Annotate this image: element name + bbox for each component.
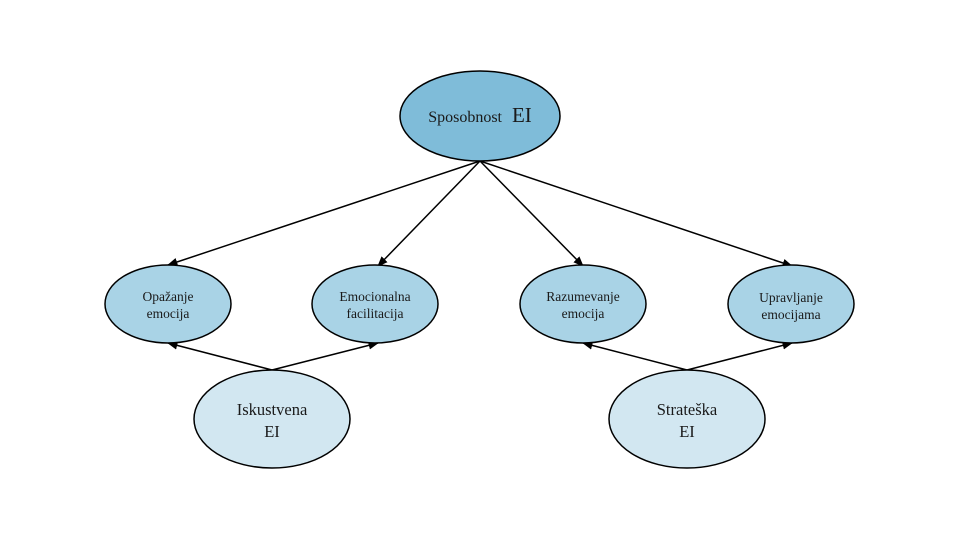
node-emocionalna-facilitacija: Emocionalna facilitacija xyxy=(311,264,439,344)
node-opazanje-emocija: Opažanje emocija xyxy=(104,264,232,344)
svg-text:Sposobnost EI: Sposobnost EI xyxy=(428,103,532,127)
node-label-line2: facilitacija xyxy=(347,306,404,321)
connector-strategic-managing xyxy=(686,341,794,371)
node-razumevanje-emocija: Razumevanje emocija xyxy=(519,264,647,344)
connector-experiential-facilitation xyxy=(271,341,380,371)
node-sposobnost-ei: Sposobnost EI xyxy=(399,70,561,162)
node-strateska-ei: Strateška EI xyxy=(608,369,766,469)
connector-strategic-understanding xyxy=(581,341,688,371)
node-label-line1: Strateška xyxy=(657,400,718,419)
root-connectors xyxy=(167,160,793,267)
node-label-line1: Emocionalna xyxy=(339,289,410,304)
node-label-line2: emocijama xyxy=(761,307,820,322)
node-ellipse xyxy=(608,369,766,469)
node-ellipse xyxy=(311,264,439,344)
bottom-connectors xyxy=(166,341,794,371)
connector-root-facilitation xyxy=(377,160,481,267)
node-label-line1: Opažanje xyxy=(143,289,194,304)
connector-root-perceiving xyxy=(167,160,481,266)
node-ellipse xyxy=(104,264,232,344)
node-label-line1: Sposobnost xyxy=(428,109,502,126)
node-label-line1: Iskustvena xyxy=(237,400,308,419)
node-ellipse xyxy=(399,70,561,162)
node-ellipse xyxy=(193,369,351,469)
node-label-line2: EI xyxy=(679,422,695,441)
node-label-line2: EI xyxy=(264,422,280,441)
node-label-line2: EI xyxy=(512,103,532,127)
node-ellipse xyxy=(727,264,855,344)
node-label-line1: Upravljanje xyxy=(759,290,823,305)
connector-root-understanding xyxy=(479,160,584,267)
node-label-line1: Razumevanje xyxy=(546,289,619,304)
node-ellipse xyxy=(519,264,647,344)
node-upravljanje-emocijama: Upravljanje emocijama xyxy=(727,264,855,344)
node-label-line2: emocija xyxy=(562,306,605,321)
connector-experiential-perceiving xyxy=(166,341,273,371)
connector-root-managing xyxy=(479,160,793,267)
node-iskustvena-ei: Iskustvena EI xyxy=(193,369,351,469)
node-label-line2: emocija xyxy=(147,306,190,321)
